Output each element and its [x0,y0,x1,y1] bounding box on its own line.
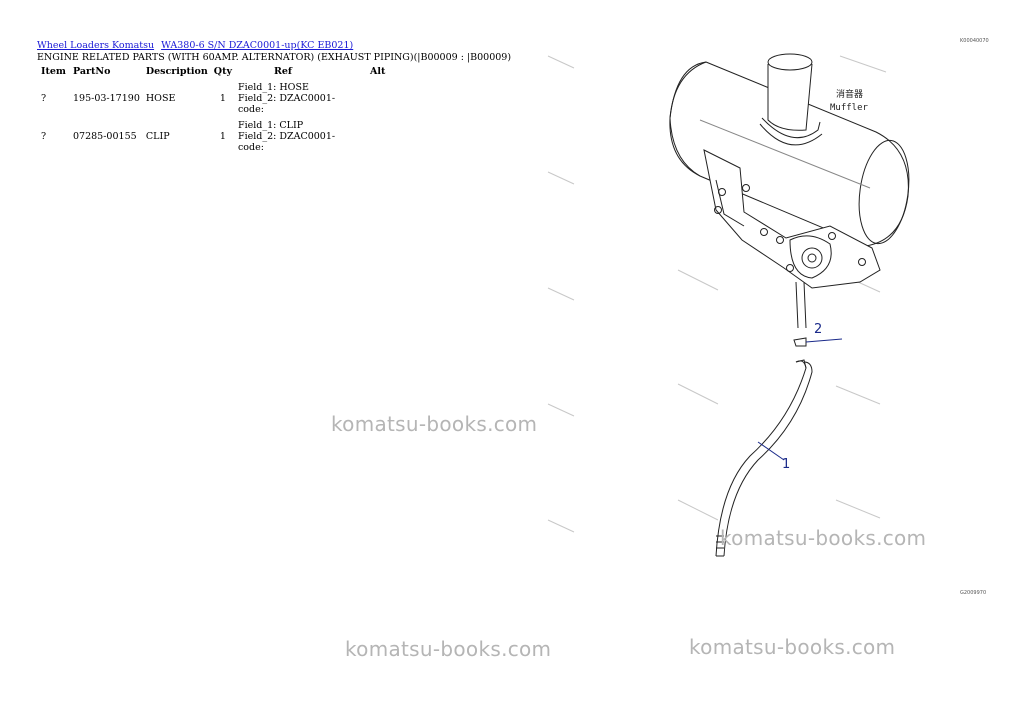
page-title: ENGINE RELATED PARTS (WITH 60AMP. ALTERN… [37,52,512,63]
col-header-alt: Alt [369,66,386,77]
ref-line: Field_1: HOSE [237,82,309,93]
parts-table: Item PartNo Description Qty Ref Alt ? 19… [37,66,412,157]
muffler-label-jp: 消音器 [836,88,863,100]
cell-item: ? [41,93,47,104]
cell-partno: 195-03-17190 [73,93,140,104]
watermark: komatsu-books.com [689,635,896,659]
muffler-label-en: Muffler [830,103,869,113]
cell-qty: 1 [219,131,226,142]
col-header-description: Description [145,66,208,77]
col-header-item: Item [41,66,66,77]
ref-line: code: [237,142,264,153]
callout-1: 1 [782,457,790,472]
cell-item: ? [41,131,47,142]
watermark: komatsu-books.com [720,526,927,550]
table-header-row: Item PartNo Description Qty Ref Alt [37,66,412,81]
cell-ref: Field_1: CLIP Field_2: DZAC0001- code: [234,119,366,157]
breadcrumb: Wheel Loaders Komatsu WA380-6 S/N DZAC00… [37,40,357,51]
col-header-qty: Qty [213,66,232,77]
hose-part [715,359,813,557]
cell-description: CLIP [145,131,170,142]
col-header-ref: Ref [273,66,293,77]
watermark: komatsu-books.com [345,637,552,661]
drawing-code-bottom: G2009970 [960,590,987,596]
ref-line: Field_1: CLIP [237,120,304,131]
muffler [669,53,910,329]
cell-qty: 1 [219,93,226,104]
table-row[interactable]: ? 195-03-17190 HOSE 1 Field_1: HOSE Fiel… [37,81,412,119]
breadcrumb-link-model[interactable]: WA380-6 S/N DZAC0001-up(KC EB021) [161,40,354,51]
breadcrumb-link-category[interactable]: Wheel Loaders Komatsu [37,40,155,51]
drawing-code-top: K00040070 [960,38,989,44]
watermark: komatsu-books.com [331,412,538,436]
ref-line: Field_2: DZAC0001- [237,131,336,142]
cell-partno: 07285-00155 [73,131,137,142]
ref-line: Field_2: DZAC0001- [237,93,336,104]
cell-description: HOSE [145,93,176,104]
clip-part [793,337,843,347]
cell-ref: Field_1: HOSE Field_2: DZAC0001- code: [234,81,366,119]
table-row[interactable]: ? 07285-00155 CLIP 1 Field_1: CLIP Field… [37,119,412,157]
col-header-partno: PartNo [73,66,111,77]
callout-2: 2 [814,322,822,337]
ref-line: code: [237,104,264,115]
